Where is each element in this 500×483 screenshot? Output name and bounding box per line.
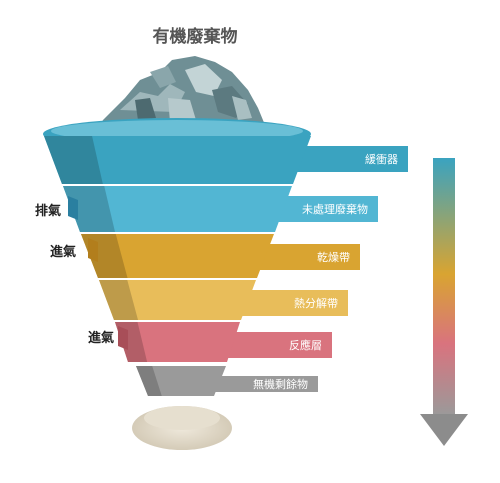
funnel-layer-2: 未處理廢棄物 bbox=[63, 186, 378, 232]
layer-label-strip bbox=[200, 376, 318, 392]
funnel-layer-3: 乾燥帶 bbox=[81, 234, 360, 278]
funnel-section bbox=[81, 234, 274, 278]
residue-pile-icon bbox=[132, 406, 232, 450]
funnel-layer-4: 熱分解帶 bbox=[99, 280, 348, 320]
funnel-section bbox=[44, 136, 311, 184]
layer-label: 熱分解帶 bbox=[294, 296, 338, 310]
funnel-layer-6: 無機剩餘物 bbox=[136, 366, 318, 396]
funnel-section-shade bbox=[44, 136, 103, 184]
funnel-section bbox=[99, 280, 256, 320]
exhaust-label: 排氣 bbox=[35, 204, 62, 219]
exhaust-tab bbox=[68, 196, 78, 220]
diagram-title: 有機廢棄物 bbox=[152, 27, 238, 47]
layer-label: 反應層 bbox=[289, 338, 322, 352]
intake-upper-tab bbox=[88, 238, 98, 262]
funnel-section-shade bbox=[63, 186, 116, 232]
waste-pile-icon bbox=[100, 56, 265, 125]
funnel-section bbox=[63, 186, 292, 232]
layer-label: 無機剩餘物 bbox=[253, 377, 308, 391]
funnel-layer-5: 反應層 bbox=[115, 322, 332, 362]
funnel-section-shade bbox=[136, 366, 162, 396]
funnel-layer-1: 緩衝器 bbox=[44, 136, 408, 184]
layer-label: 緩衝器 bbox=[365, 152, 398, 166]
funnel-section-shade bbox=[99, 280, 139, 320]
gradient-down-arrow-icon bbox=[420, 158, 468, 446]
intake-lower-tab bbox=[118, 326, 128, 350]
intake-upper-label: 進氣 bbox=[50, 245, 77, 260]
funnel-section bbox=[115, 322, 240, 362]
layer-label: 未處理廢棄物 bbox=[302, 202, 368, 216]
intake-lower-label: 進氣 bbox=[88, 331, 115, 346]
layer-label: 乾燥帶 bbox=[317, 251, 350, 264]
